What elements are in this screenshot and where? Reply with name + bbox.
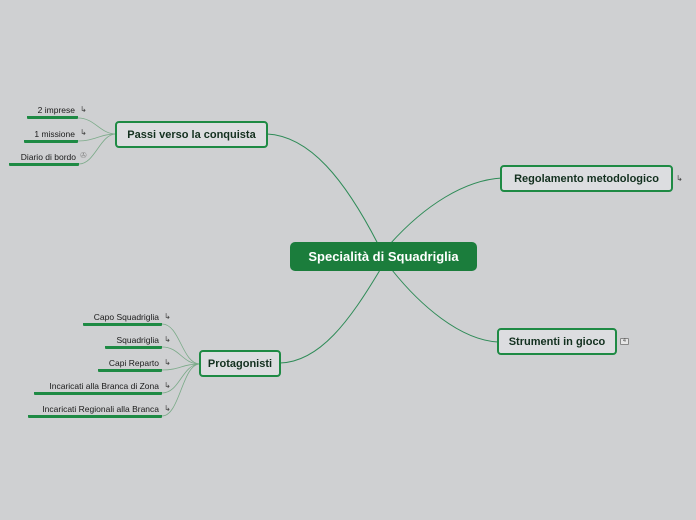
connector-leaf bbox=[161, 323, 201, 365]
link-icon[interactable]: ↳ bbox=[164, 312, 171, 321]
link-icon[interactable]: ↳ bbox=[80, 105, 87, 114]
topic-regolamento-metodologico[interactable]: Regolamento metodologico bbox=[500, 165, 673, 192]
subtopic-squadriglia[interactable]: Squadriglia bbox=[105, 334, 162, 349]
collapsed-children-badge[interactable]: 4 bbox=[620, 338, 629, 345]
subtopic-capo-squadriglia[interactable]: Capo Squadriglia bbox=[83, 311, 162, 326]
subtopic-1-missione[interactable]: 1 missione bbox=[24, 128, 78, 143]
connector-passi bbox=[266, 133, 379, 245]
connector-protagonisti bbox=[279, 269, 381, 364]
link-icon[interactable]: ↳ bbox=[164, 381, 171, 390]
subtopic-diario-di-bordo[interactable]: Diario di bordo bbox=[9, 151, 79, 166]
link-icon[interactable]: ↳ bbox=[676, 174, 683, 183]
link-icon[interactable]: ↳ bbox=[164, 358, 171, 367]
central-topic[interactable]: Specialità di Squadriglia bbox=[290, 242, 477, 271]
subtopic-capi-reparto[interactable]: Capi Reparto bbox=[98, 357, 162, 372]
topic-strumenti-in-gioco[interactable]: Strumenti in gioco bbox=[497, 328, 617, 355]
topic-passi-verso-la-conquista[interactable]: Passi verso la conquista bbox=[115, 121, 268, 148]
topic-protagonisti[interactable]: Protagonisti bbox=[199, 350, 281, 377]
connector-leaf bbox=[77, 117, 117, 135]
link-icon[interactable]: ↳ bbox=[164, 335, 171, 344]
link-icon[interactable]: ↳ bbox=[80, 128, 87, 137]
subtopic-incaricati-branca-zona[interactable]: Incaricati alla Branca di Zona bbox=[34, 380, 162, 395]
subtopic-2-imprese[interactable]: 2 imprese bbox=[27, 104, 78, 119]
connector-leaf bbox=[161, 346, 201, 365]
connector-leaf bbox=[161, 363, 201, 417]
attachment-icon[interactable]: ✇ bbox=[80, 151, 87, 160]
connector-regolamento bbox=[389, 177, 503, 245]
link-icon[interactable]: ↳ bbox=[164, 404, 171, 413]
connector-leaf bbox=[78, 133, 117, 165]
connector-strumenti bbox=[391, 269, 499, 343]
subtopic-incaricati-regionali-branca[interactable]: Incaricati Regionali alla Branca bbox=[28, 403, 162, 418]
